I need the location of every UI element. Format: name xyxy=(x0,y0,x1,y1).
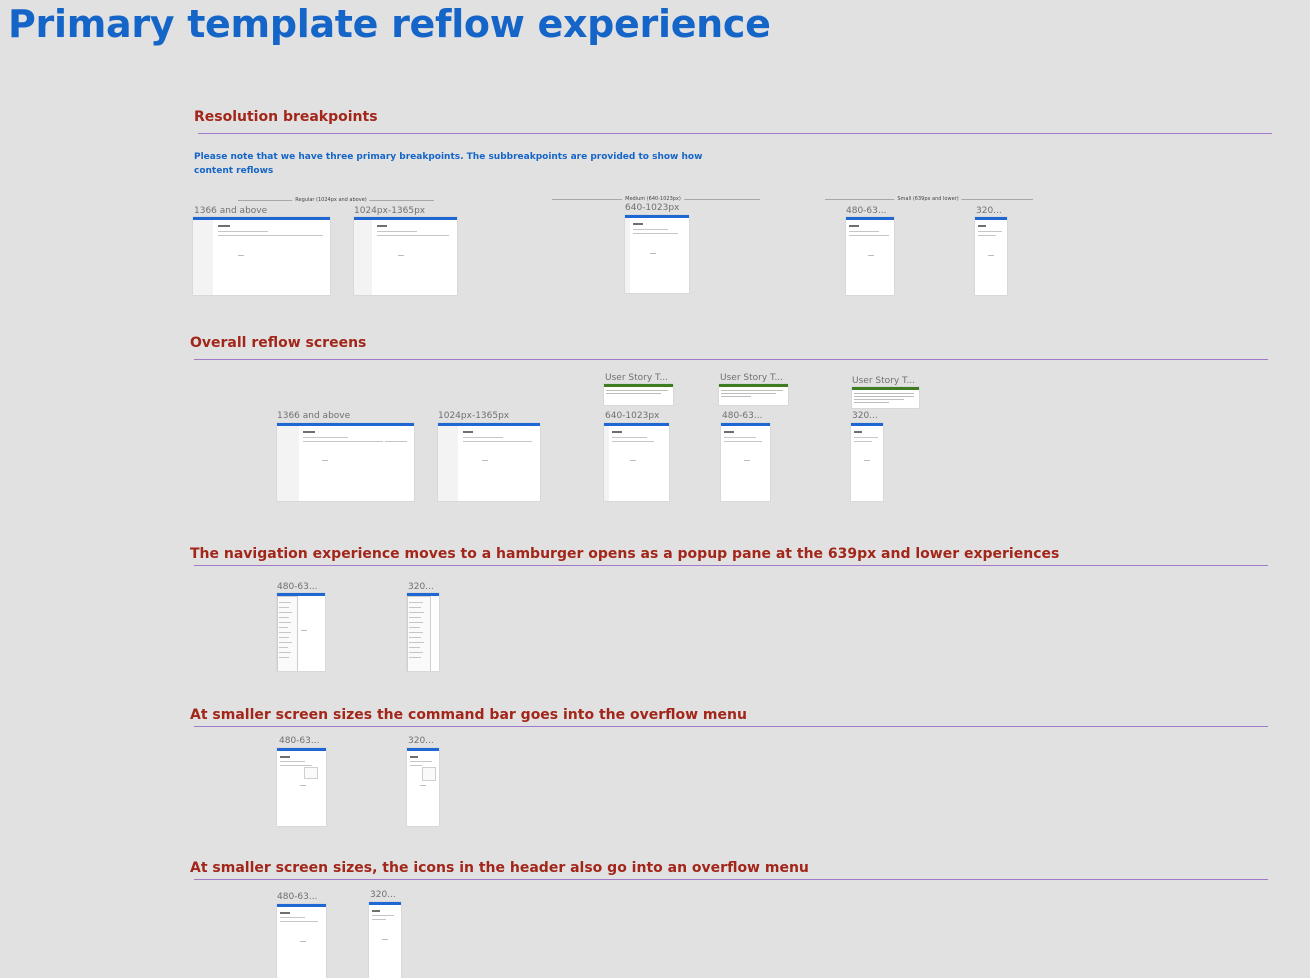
section-title: At smaller screen sizes, the icons in th… xyxy=(190,860,809,876)
screen-thumbnail-1024[interactable] xyxy=(438,423,540,501)
thumbnail-caption: 320... xyxy=(852,411,878,421)
breakpoints-note: Please note that we have three primary b… xyxy=(194,152,703,176)
group-label-medium: Medium (640-1023px) xyxy=(622,196,684,202)
screen-thumbnail-480-overflow[interactable] xyxy=(277,748,326,826)
thumbnail-caption: 320... xyxy=(408,582,434,592)
story-caption: User Story T... xyxy=(720,373,784,383)
section-title: The navigation experience moves to a ham… xyxy=(190,546,1060,562)
section-divider xyxy=(194,726,1268,727)
thumbnail-caption: 480-63... xyxy=(277,892,318,902)
screen-thumbnail-480-header-overflow[interactable] xyxy=(277,904,326,978)
screen-thumbnail-320-nav-open[interactable] xyxy=(407,593,439,671)
screen-thumbnail-1024[interactable] xyxy=(354,217,457,295)
page-title: Primary template reflow experience xyxy=(8,2,771,46)
section-divider xyxy=(194,879,1268,880)
section-divider xyxy=(194,359,1268,360)
group-label-small: Small (639px and lower) xyxy=(894,196,962,202)
thumbnail-caption: 320... xyxy=(976,206,1002,216)
thumbnail-caption: 640-1023px xyxy=(625,203,680,213)
screen-thumbnail-1366[interactable] xyxy=(193,217,330,295)
story-caption: User Story T... xyxy=(605,373,669,383)
thumbnail-caption: 320... xyxy=(408,736,434,746)
thumbnail-caption: 1024px-1365px xyxy=(438,411,510,421)
section-title: Overall reflow screens xyxy=(190,335,367,351)
screen-thumbnail-320[interactable] xyxy=(851,423,883,501)
screen-thumbnail-480-nav-open[interactable] xyxy=(277,593,325,671)
thumbnail-caption: 480-63... xyxy=(722,411,763,421)
screen-thumbnail-480[interactable] xyxy=(846,217,894,295)
thumbnail-caption: 480-63... xyxy=(279,736,320,746)
section-divider xyxy=(198,133,1272,134)
user-story-card[interactable] xyxy=(852,387,919,408)
section-divider xyxy=(194,565,1268,566)
thumbnail-caption: 1366 and above xyxy=(277,411,351,421)
thumbnail-caption: 480-63... xyxy=(277,582,318,592)
thumbnail-caption: 640-1023px xyxy=(605,411,660,421)
user-story-card[interactable] xyxy=(719,384,788,405)
group-label-regular: Regular (1024px and above) xyxy=(292,197,370,203)
screen-thumbnail-480[interactable] xyxy=(721,423,770,501)
screen-thumbnail-320-overflow[interactable] xyxy=(407,748,439,826)
thumbnail-caption: 1024px-1365px xyxy=(354,206,426,216)
section-title: At smaller screen sizes the command bar … xyxy=(190,707,747,723)
screen-thumbnail-1366[interactable] xyxy=(277,423,414,501)
thumbnail-caption: 1366 and above xyxy=(194,206,268,216)
user-story-card[interactable] xyxy=(604,384,673,405)
screen-thumbnail-640[interactable] xyxy=(604,423,669,501)
section-title: Resolution breakpoints xyxy=(194,109,378,125)
thumbnail-caption: 320... xyxy=(370,890,396,900)
story-caption: User Story T... xyxy=(852,376,916,386)
thumbnail-caption: 480-63... xyxy=(846,206,887,216)
screen-thumbnail-320[interactable] xyxy=(975,217,1007,295)
screen-thumbnail-640[interactable] xyxy=(625,215,689,293)
screen-thumbnail-320-header-overflow[interactable] xyxy=(369,902,401,978)
